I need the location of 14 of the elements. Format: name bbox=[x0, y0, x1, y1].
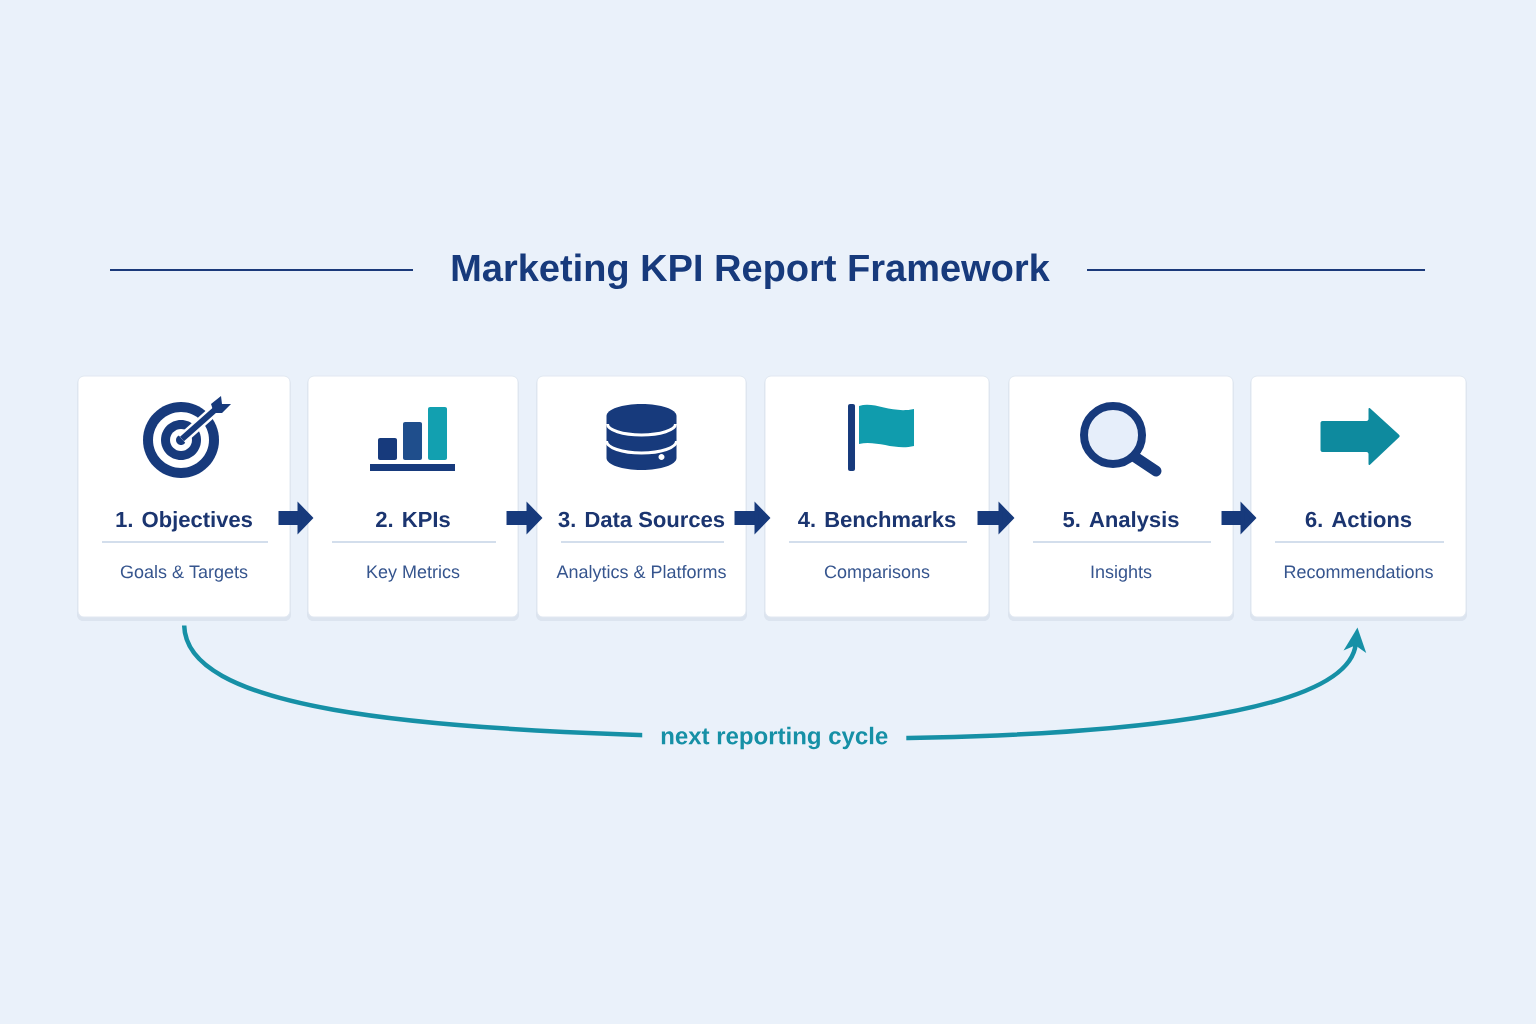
edge-label: next reporting cycle bbox=[642, 720, 907, 756]
step-subtitle: Key Metrics bbox=[367, 564, 460, 582]
step-title: 5. Analysis bbox=[1063, 511, 1179, 532]
step-title: 3. Data Sources bbox=[558, 511, 725, 528]
step-subtitle: Recommendations bbox=[1284, 564, 1433, 579]
step-subtitle: Insights bbox=[1091, 564, 1152, 582]
step-subtitle: Comparisons bbox=[824, 564, 930, 582]
step-title: 1. Objectives bbox=[116, 511, 252, 532]
step-title: 6. Actions bbox=[1305, 511, 1412, 528]
title: Marketing KPI Report Framework bbox=[452, 253, 1050, 290]
step-subtitle: Analytics & Platforms bbox=[556, 564, 726, 582]
step-title: 2. KPIs bbox=[376, 511, 450, 528]
step-title: 4. Benchmarks bbox=[798, 511, 956, 528]
step-subtitle: Goals & Targets bbox=[120, 564, 248, 582]
